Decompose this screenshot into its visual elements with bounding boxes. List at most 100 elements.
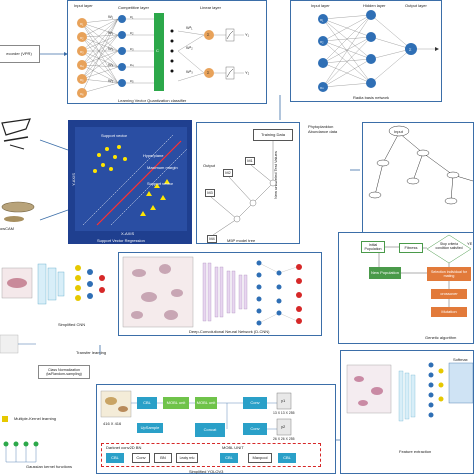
lvq-w2: W₂ xyxy=(108,30,114,35)
lvq-sigma-1: Σ xyxy=(207,32,210,37)
ga-caption: Genetic algorithm xyxy=(425,335,457,340)
yolo-upsample: UpSample xyxy=(137,423,163,433)
m5p-output-label: Output xyxy=(203,163,216,168)
svr-support-vector-label: Support vector xyxy=(101,133,128,138)
m5p-node-m2: M2 xyxy=(223,169,233,177)
yolo-conv-1: Conv xyxy=(243,397,267,409)
ga-selection: Selection individual for mating xyxy=(427,267,471,281)
cnn-diagram xyxy=(1,263,105,305)
kernel-diagram xyxy=(2,416,39,463)
gaussian-label: Gaussian kernel functions xyxy=(26,464,73,469)
yolo-darknet-label: Darknet conv2D BN xyxy=(106,445,142,450)
yolo-legend-cbl3: CBL xyxy=(278,453,296,463)
m5p-caption: M5P model tree xyxy=(227,238,256,243)
yolo-y1: y1 xyxy=(281,398,286,403)
yolo-diagram xyxy=(100,390,292,436)
svr-y-axis-label: Y-AXIS xyxy=(70,173,76,186)
ga-initial-population: Initial Population xyxy=(361,241,385,253)
svr-max-margin-label: Maximum margin xyxy=(147,165,178,170)
ga-flow xyxy=(378,234,472,307)
lvq-c4: c₄ xyxy=(130,62,134,67)
weka-tree xyxy=(368,125,474,205)
lvq-network xyxy=(77,13,244,98)
ga-new-population: New Population xyxy=(369,267,401,279)
m5p-node-m1: M1 xyxy=(245,157,255,165)
yolo-input-size: 416 X 416 xyxy=(103,421,122,426)
lvq-w3: W₃ xyxy=(108,46,114,51)
lvq-x4: x₄ xyxy=(80,63,84,68)
rbf-x2: x₂ xyxy=(320,39,324,44)
vpr-box: ecorder (VPR) xyxy=(0,45,40,63)
fe-diagram xyxy=(346,362,474,422)
lvq-w5: W₅ xyxy=(108,78,114,83)
lvq-input-layer-label: Input layer xyxy=(74,3,93,8)
yolo-legend-cbl: CBL xyxy=(106,453,124,463)
rbf-network xyxy=(318,10,439,92)
yolo-legend-bn: BN xyxy=(154,453,172,463)
weka-panel: Input WEKA regression tree xyxy=(362,122,474,244)
dcnn-caption: Deep-Convolutional Neural Network (D-CNN… xyxy=(189,329,270,334)
rbf-x1: x₁ xyxy=(320,17,324,22)
yolo-legend-conv: Conv xyxy=(132,453,150,463)
dcnn-panel: Deep-Convolutional Neural Network (D-CNN… xyxy=(118,252,322,336)
left-sketches xyxy=(1,118,35,222)
lvq-competitive-layer-label: Competitive layer xyxy=(118,5,149,10)
lvq-linear-layer-label: Linear layer xyxy=(200,5,221,10)
rbf-panel: Input layer Hidden layer Output layer x₁… xyxy=(290,0,442,102)
fe-panel: Softmax Feature extraction xyxy=(340,350,474,474)
lvq-w2-3: W²₃ xyxy=(186,69,193,74)
lvq-x3: x₃ xyxy=(80,49,84,54)
m5p-training-data: Training Data xyxy=(253,129,293,141)
yolo-grid2: 26 X 26 X 255 xyxy=(273,437,295,441)
lvq-y2: Y₂ xyxy=(245,70,250,75)
lvq-w4: W₄ xyxy=(108,62,114,67)
ga-panel: Initial Population Fitness Stop criteria… xyxy=(338,232,474,344)
lvq-caption: Learning Vector Quantization classifier xyxy=(118,98,187,103)
phyto-label: Phytoplankton Abundance data xyxy=(308,124,338,134)
yolo-mobl-unit-label: MOBL UNIT xyxy=(222,445,244,450)
yolo-caption: Simplified YOLOV3 xyxy=(189,469,224,474)
yolo-concat: Concat xyxy=(195,423,225,437)
yolo-conv-2: Conv xyxy=(243,423,267,435)
lvq-y1: Y₁ xyxy=(245,32,250,37)
ga-stop-criteria: Stop criteria condition satisfied xyxy=(435,242,463,250)
cnn-panel: Simplified CNN xyxy=(0,250,112,334)
lvq-w2-1: W²₁ xyxy=(186,25,193,30)
lvq-sigma-2: Σ xyxy=(207,70,210,75)
yolo-legend-cbl2: CBL xyxy=(220,453,238,463)
vpr-label: ecorder (VPR) xyxy=(6,51,32,56)
svr-plot xyxy=(75,127,188,231)
transfer-learning-label: Transfer learning xyxy=(76,350,107,355)
lvq-c-label: C xyxy=(156,48,159,53)
rbf-output-layer-label: Output layer xyxy=(405,3,427,8)
class-norm-box: Class Normalization (ta/Random-sampling) xyxy=(38,365,90,379)
lvq-c3: c₃ xyxy=(130,46,134,51)
lvq-linear-node-2 xyxy=(204,68,214,78)
lvq-c1: c₁ xyxy=(130,14,134,19)
svr-hyperplane-label: Hyperplane xyxy=(143,153,164,158)
dcnn-diagram xyxy=(122,256,302,328)
yolo-mobl-1: MOBL unit xyxy=(163,397,189,409)
cnn-caption: Simplified CNN xyxy=(58,322,86,327)
lvq-w1: W₁ xyxy=(108,14,114,19)
lvq-x2: x₂ xyxy=(80,35,84,40)
left-mini-image xyxy=(0,334,36,354)
svr-panel: Support vector Hyperplane Maximum margin… xyxy=(68,120,192,244)
lvq-c2: c₂ xyxy=(130,30,134,35)
lvq-c5: c₅ xyxy=(130,78,134,83)
m5p-tree xyxy=(210,141,277,236)
rbf-input-layer-label: Input layer xyxy=(311,3,330,8)
yolo-legend: Darknet conv2D BN MOBL UNIT CBL Conv BN … xyxy=(101,443,321,467)
lvq-w2-2: W²₂ xyxy=(186,45,193,50)
lvq-competitive-nodes xyxy=(118,15,126,87)
yolo-legend-leaky: Leaky relu xyxy=(176,453,198,463)
lvq-input-nodes xyxy=(77,18,87,98)
ga-mutation: Mutation xyxy=(431,307,467,317)
m5p-panel: Training Data M1 M2 M3 M4 Output New unl… xyxy=(196,122,300,244)
rbf-sigma: Σ xyxy=(409,47,412,52)
ga-crossover: crossover xyxy=(431,289,467,299)
lvq-green-bar xyxy=(154,13,164,91)
rbf-hidden-layer-label: Hidden layer xyxy=(363,3,386,8)
lvq-x6: x₆ xyxy=(80,91,84,96)
yolo-y2: y2 xyxy=(281,424,286,429)
